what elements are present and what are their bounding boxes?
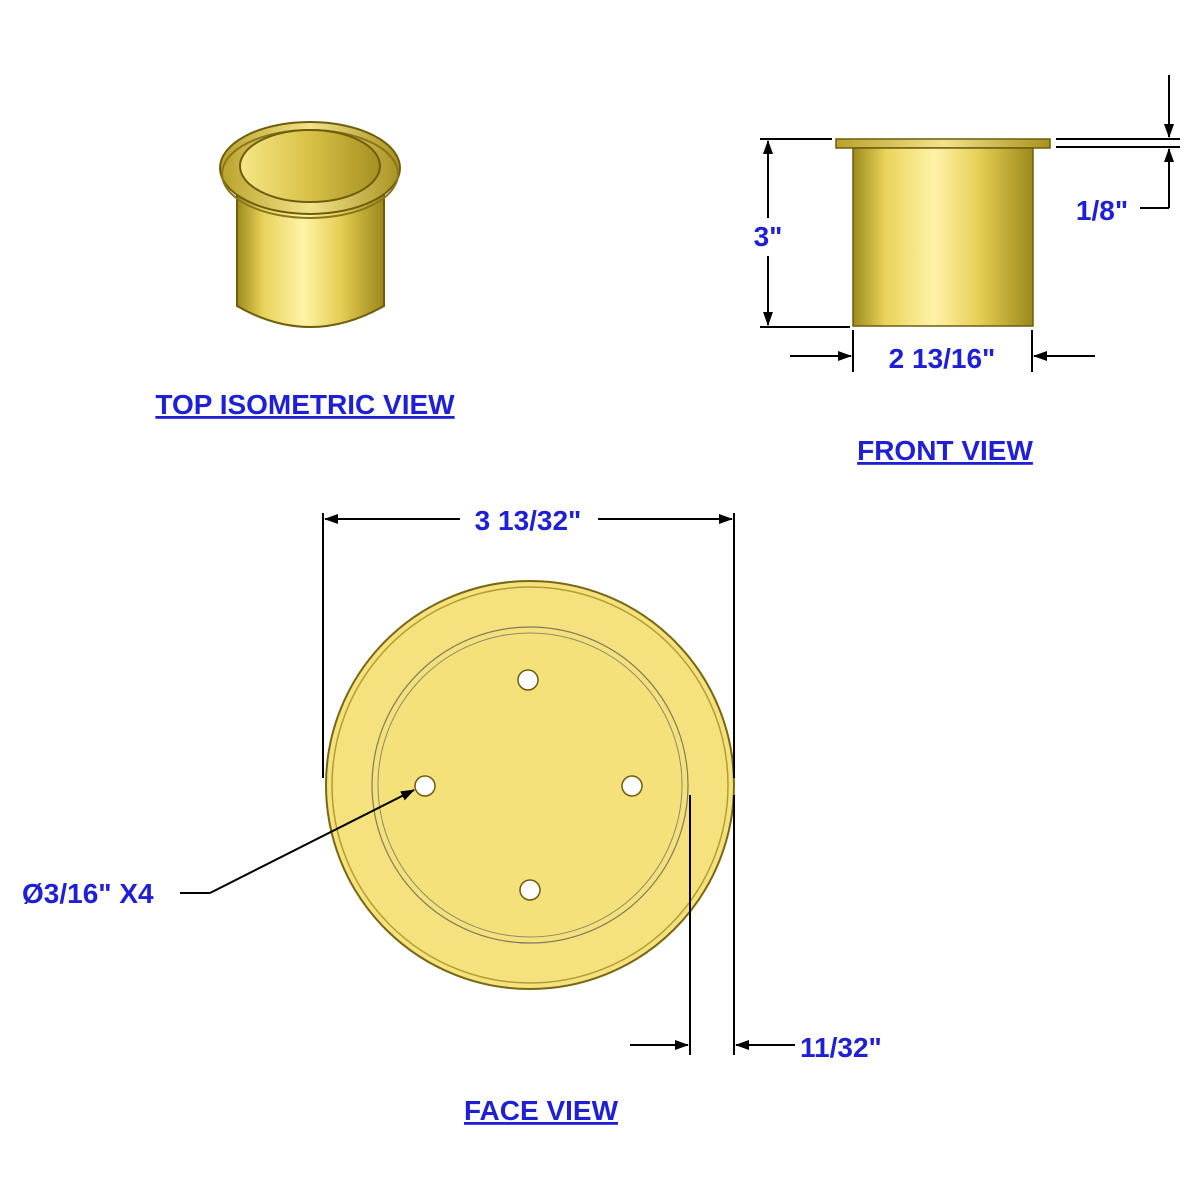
height-dimension — [760, 138, 850, 328]
face-flange-edge — [331, 586, 729, 984]
front-view — [835, 138, 1051, 327]
face-inner-boundary-2 — [377, 632, 683, 938]
label-flange-width: 11/32" — [800, 1032, 882, 1063]
title-front-view: FRONT VIEW — [857, 435, 1033, 466]
mounting-hole-top — [517, 669, 539, 691]
title-face-view: FACE VIEW — [464, 1095, 619, 1126]
front-flange — [835, 138, 1051, 149]
label-flange-thickness: 1/8" — [1076, 195, 1128, 226]
flange-diameter-dimension — [322, 513, 735, 778]
isometric-view — [219, 121, 401, 328]
mounting-hole-right — [621, 775, 643, 797]
front-tube-body — [852, 147, 1034, 327]
face-view — [325, 580, 735, 990]
flange-width-dimension — [630, 795, 795, 1055]
iso-inner-opening — [239, 129, 381, 203]
label-flange-diameter: 3 13/32" — [475, 505, 582, 536]
outer-diameter-dimension — [790, 330, 1095, 372]
label-outer-diameter: 2 13/16" — [889, 343, 996, 374]
label-height: 3" — [754, 221, 783, 252]
iso-tube-body — [236, 187, 385, 328]
flange-thickness-dimension — [1056, 75, 1180, 209]
hole-callout-leader — [180, 789, 415, 894]
mounting-hole-bottom — [519, 879, 541, 901]
title-top-isometric-view: TOP ISOMETRIC VIEW — [155, 389, 455, 420]
face-inner-boundary — [371, 626, 689, 944]
mounting-hole-left — [414, 775, 436, 797]
label-hole-callout: Ø3/16" X4 — [22, 878, 154, 909]
